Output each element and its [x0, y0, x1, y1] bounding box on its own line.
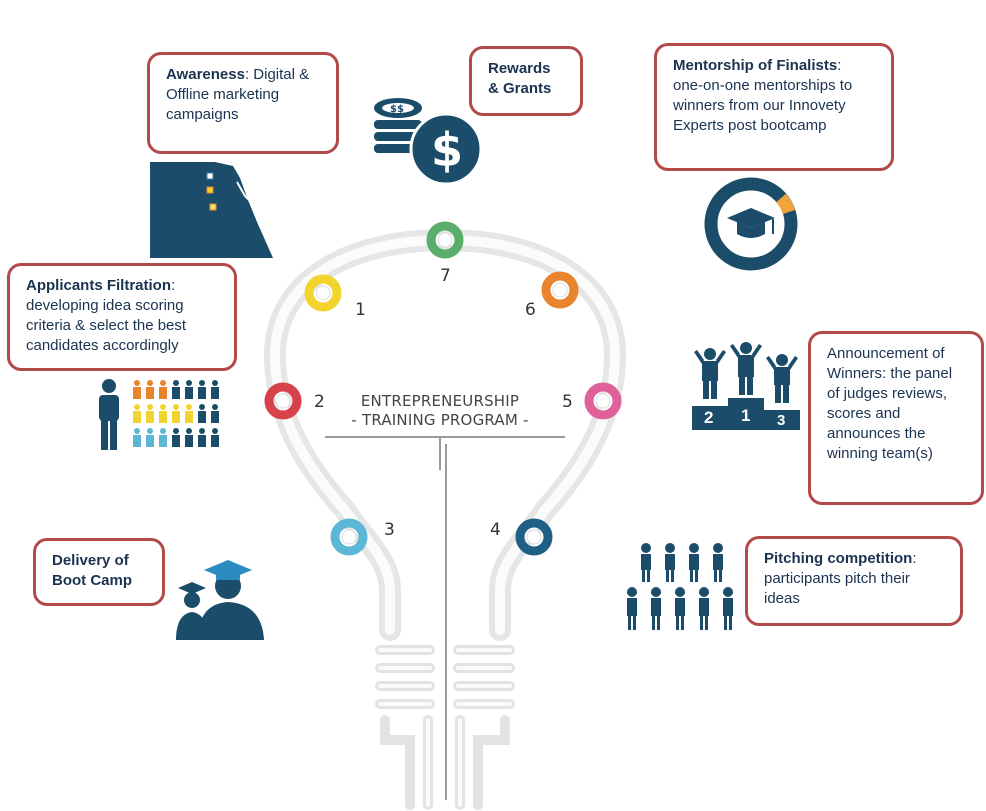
awareness-heading: Awareness [166, 66, 245, 83]
svg-text:$: $ [431, 123, 463, 177]
audience-icon [627, 543, 733, 630]
step-number-2: 2 [314, 392, 325, 412]
rewards-box: Rewards & Grants [469, 46, 583, 116]
title-line-1: ENTREPRENEURSHIP [360, 392, 520, 410]
title-line-2: - TRAINING PROGRAM - [351, 411, 529, 429]
awareness-box: Awareness: Digital & Offline marketing c… [147, 52, 339, 154]
mentorship-text: : one-on-one mentorships to winners from… [673, 57, 853, 134]
step-number-7: 7 [440, 266, 451, 286]
podium-second-label: 2 [704, 408, 714, 427]
step-node-3 [330, 518, 368, 556]
announcement-text: Announcement of Winners: the panel of ju… [827, 345, 953, 462]
step-number-5: 5 [562, 392, 573, 412]
step-node-2 [264, 382, 302, 420]
step-number-6: 6 [525, 300, 536, 320]
diagram-title: ENTREPRENEURSHIP - TRAINING PROGRAM - [340, 392, 540, 430]
filtration-text: : developing idea scoring criteria & sel… [26, 277, 187, 354]
graduation-ring-icon [704, 177, 798, 271]
bootcamp-box: Delivery of Boot Camp [33, 538, 165, 606]
podium-first-label: 1 [741, 406, 751, 425]
svg-text:$$: $$ [390, 104, 404, 115]
step-number-1: 1 [355, 300, 366, 320]
pitching-text: : participants pitch their ideas [764, 550, 917, 607]
step-node-5 [584, 382, 622, 420]
step-node-1 [304, 274, 342, 312]
announcement-box: Announcement of Winners: the panel of ju… [808, 331, 984, 505]
map-icon [150, 162, 273, 258]
pitching-box: Pitching competition: participants pitch… [745, 536, 963, 626]
rewards-heading: Rewards & Grants [488, 60, 552, 97]
awareness-text: : Digital & Offline marketing campaigns [166, 66, 310, 123]
podium-third-label: 3 [777, 412, 786, 429]
step-node-7 [426, 221, 464, 259]
title-underline [325, 436, 565, 800]
filtration-box: Applicants Filtration: developing idea s… [7, 263, 237, 371]
step-number-4: 4 [490, 520, 501, 540]
graduates-icon [176, 560, 264, 640]
step-node-6 [541, 271, 579, 309]
people-filter-icon [99, 379, 219, 450]
step-node-4 [515, 518, 553, 556]
pitching-heading: Pitching competition [764, 550, 913, 567]
bootcamp-heading: Delivery of Boot Camp [52, 552, 132, 589]
podium-icon: 2 1 3 [690, 340, 805, 430]
filtration-heading: Applicants Filtration [26, 277, 172, 294]
mentorship-box: Mentorship of Finalists: one-on-one ment… [654, 43, 894, 171]
mentorship-heading: Mentorship of Finalists [673, 57, 838, 74]
step-number-3: 3 [384, 520, 395, 540]
dollar-coins-icon: $$ $ [374, 98, 483, 186]
